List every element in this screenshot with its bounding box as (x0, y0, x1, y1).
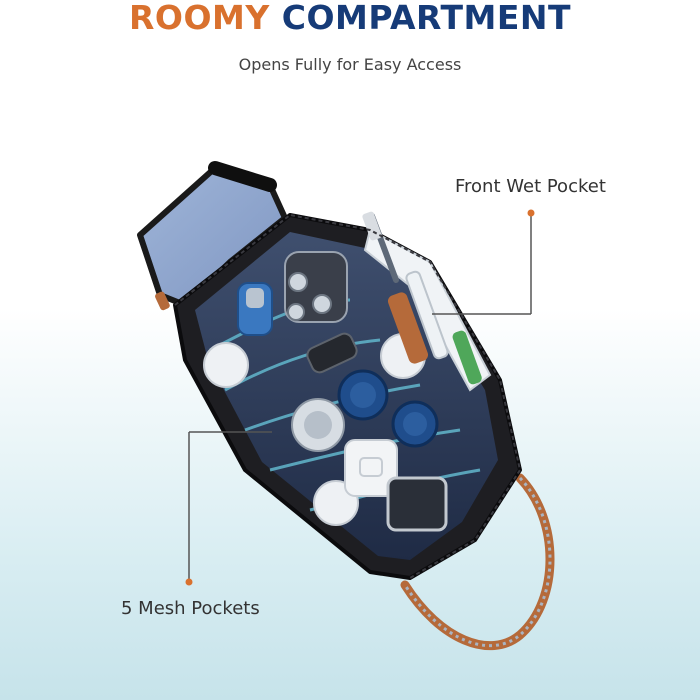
shaver-item (284, 251, 348, 323)
headline-word-roomy: ROOMY (128, 0, 270, 37)
jar-item (291, 398, 345, 452)
square-container (344, 439, 398, 497)
headline-word-compartment: COMPARTMENT (281, 0, 572, 37)
headline: ROOMY COMPARTMENT (0, 0, 700, 36)
callout-mesh-pockets-dot (185, 578, 193, 586)
callout-mesh-pockets-line (188, 431, 272, 582)
front-wet-pocket (362, 211, 492, 392)
subtitle: Opens Fully for Easy Access (238, 55, 462, 74)
comb-item (306, 332, 358, 374)
jar-item (391, 400, 439, 448)
jar-item (337, 369, 389, 421)
callout-front-pocket-line (432, 213, 532, 315)
razor-item (237, 282, 273, 336)
mesh-pockets-label: 5 Mesh Pockets (121, 598, 260, 619)
front-wet-pocket-label: Front Wet Pocket (455, 176, 606, 197)
callout-front-pocket-dot (527, 209, 535, 217)
bag-handle (400, 473, 555, 651)
dark-case (386, 476, 448, 532)
round-container (203, 342, 249, 388)
